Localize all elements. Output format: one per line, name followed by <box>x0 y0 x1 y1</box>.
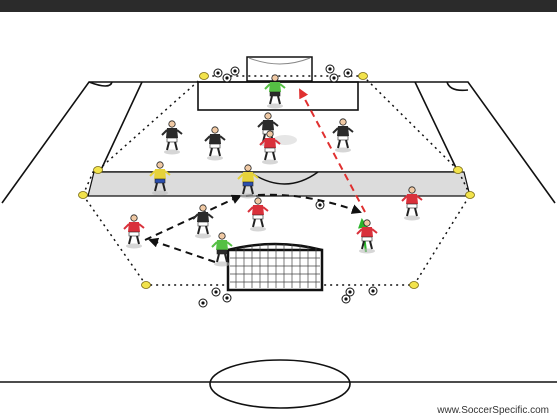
player-red <box>357 220 377 254</box>
players <box>124 75 422 267</box>
cone <box>410 282 419 289</box>
pass-arrow <box>150 240 215 262</box>
mini-goal <box>228 244 322 290</box>
ball <box>199 299 207 307</box>
player-red <box>248 198 268 232</box>
top-goal <box>247 57 312 81</box>
ball <box>223 74 231 82</box>
ball <box>344 69 352 77</box>
watermark-text: www.SoccerSpecific.com <box>437 405 549 416</box>
ball <box>223 294 231 302</box>
center-circle <box>210 360 350 408</box>
pass-arrow <box>145 196 240 240</box>
ball <box>316 201 324 209</box>
cone <box>466 192 475 199</box>
player-dark <box>193 205 213 239</box>
cone <box>200 73 209 80</box>
player-red <box>124 215 144 249</box>
player-dark <box>205 127 225 161</box>
ball <box>342 295 350 303</box>
player-dark <box>162 121 182 155</box>
cone <box>359 73 368 80</box>
cone <box>142 282 151 289</box>
corner-arc-right <box>447 82 468 90</box>
cone <box>94 167 103 174</box>
player-dark <box>333 119 353 153</box>
cone <box>79 192 88 199</box>
player-red <box>260 131 280 165</box>
cone <box>454 167 463 174</box>
ball <box>214 69 222 77</box>
ball <box>231 67 239 75</box>
ball <box>369 287 377 295</box>
ball <box>326 65 334 73</box>
ball <box>212 288 220 296</box>
ball <box>330 74 338 82</box>
